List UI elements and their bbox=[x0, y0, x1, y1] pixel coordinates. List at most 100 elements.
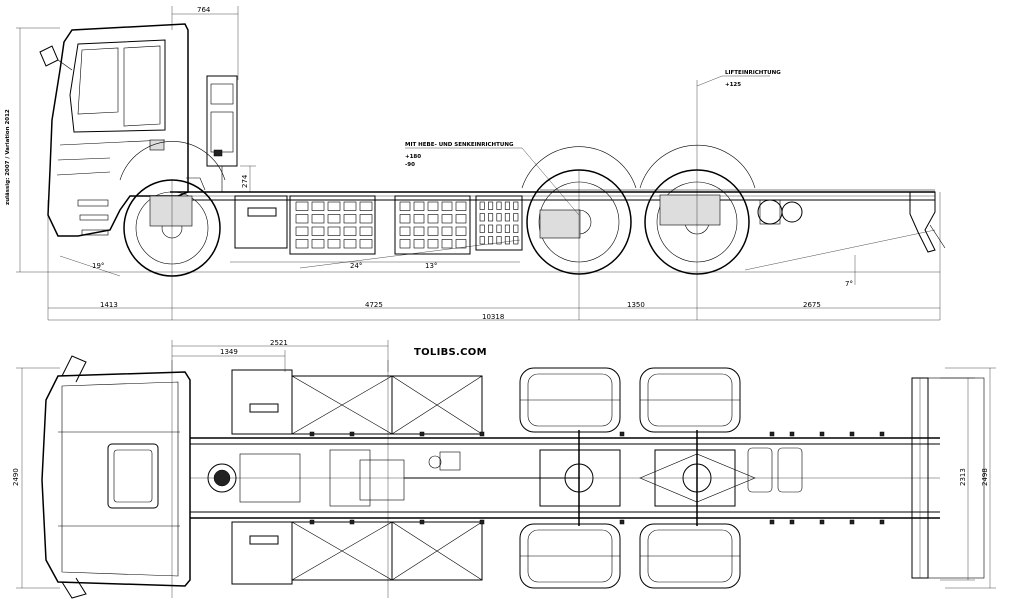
lift-annotation: LIFTEINRICHTUNG +125 bbox=[696, 70, 781, 88]
tank-cell bbox=[359, 214, 373, 224]
dim-top-widths: 2490 2313 2498 bbox=[12, 367, 996, 589]
dim-cab-top: 764 bbox=[171, 6, 239, 80]
svg-text:2675: 2675 bbox=[803, 301, 821, 309]
tank-cell bbox=[311, 239, 325, 249]
svg-text:1350: 1350 bbox=[627, 301, 645, 309]
crossmember-bolt bbox=[819, 519, 825, 525]
tank-cell bbox=[399, 239, 411, 249]
tank-cell bbox=[343, 201, 357, 211]
tank-cell bbox=[488, 201, 494, 210]
svg-text:1349: 1349 bbox=[220, 348, 238, 356]
tank-cell bbox=[359, 201, 373, 211]
top-view: 2521 1349 2490 2313 2498 bbox=[12, 339, 996, 599]
rear-air-tanks bbox=[757, 199, 803, 225]
tank-cell bbox=[455, 226, 467, 236]
tank-hatching bbox=[295, 201, 519, 249]
tank-cell bbox=[496, 201, 502, 210]
tank-cell bbox=[399, 201, 411, 211]
crossmember-bolt bbox=[309, 519, 315, 525]
svg-text:MIT HEBE- UND SENKEINRICHTUNG: MIT HEBE- UND SENKEINRICHTUNG bbox=[405, 142, 514, 148]
crossmember-bolt bbox=[769, 431, 775, 437]
tank-cell bbox=[496, 213, 502, 222]
crossmember-bolt bbox=[789, 431, 795, 437]
tank-cell bbox=[441, 239, 453, 249]
tank-cell bbox=[441, 226, 453, 236]
tank-cell bbox=[295, 201, 309, 211]
tank-cell bbox=[479, 201, 485, 210]
crossmember-bolt bbox=[349, 431, 355, 437]
tank-cell bbox=[295, 226, 309, 236]
tank-cell bbox=[441, 201, 453, 211]
crossmember-bolt bbox=[309, 431, 315, 437]
svg-text:1413: 1413 bbox=[100, 301, 118, 309]
tank-cell bbox=[479, 224, 485, 233]
front-wheel bbox=[119, 141, 226, 277]
crossmember-bolt bbox=[789, 519, 795, 525]
crossmember-bolt bbox=[619, 431, 625, 437]
tank-cell bbox=[513, 213, 519, 222]
crossmember-bolt bbox=[349, 519, 355, 525]
svg-text:+125: +125 bbox=[725, 82, 741, 88]
tank-cell bbox=[427, 201, 439, 211]
cab bbox=[39, 23, 206, 237]
tank-cell bbox=[504, 201, 510, 210]
svg-text:+180: +180 bbox=[405, 154, 421, 160]
fuel-tanks bbox=[234, 195, 523, 255]
drive-wheel-2 bbox=[639, 144, 756, 275]
tank-cell bbox=[311, 214, 325, 224]
svg-text:7°: 7° bbox=[845, 280, 853, 288]
vertical-note: zulässig: 2007 / Variation 2012 bbox=[5, 109, 11, 205]
tank-cell bbox=[504, 236, 510, 245]
svg-text:10318: 10318 bbox=[482, 313, 504, 321]
tank-cell bbox=[427, 239, 439, 249]
tank-cell bbox=[399, 226, 411, 236]
svg-text:764: 764 bbox=[197, 6, 211, 14]
tank-cell bbox=[413, 239, 425, 249]
fuel-tanks-top bbox=[231, 369, 483, 585]
crossmember-bolt bbox=[479, 519, 485, 525]
tank-cell bbox=[488, 236, 494, 245]
svg-text:-90: -90 bbox=[405, 162, 415, 168]
dim-frame-height: 274 bbox=[240, 165, 256, 193]
svg-text:2498: 2498 bbox=[981, 468, 989, 486]
tank-cell bbox=[488, 213, 494, 222]
tank-cell bbox=[343, 226, 357, 236]
cab-top-view bbox=[41, 355, 191, 599]
crossmember-bolt bbox=[619, 519, 625, 525]
tank-cell bbox=[295, 214, 309, 224]
tank-cell bbox=[413, 214, 425, 224]
tank-cell bbox=[311, 226, 325, 236]
side-view: zulässig: 2007 / Variation 2012 764 bbox=[5, 6, 946, 321]
svg-text:4725: 4725 bbox=[365, 301, 383, 309]
tank-cell bbox=[441, 214, 453, 224]
axles-top bbox=[539, 430, 756, 526]
dimension-chain: 1413 4725 1350 2675 10318 bbox=[48, 301, 940, 321]
tank-cell bbox=[327, 201, 341, 211]
tank-cell bbox=[427, 214, 439, 224]
tank-cell bbox=[513, 224, 519, 233]
rear-tanks-top bbox=[747, 447, 803, 493]
dim-top-offsets: 2521 1349 bbox=[171, 339, 389, 372]
svg-text:19°: 19° bbox=[92, 262, 104, 270]
svg-text:274: 274 bbox=[241, 174, 249, 188]
tank-cell bbox=[488, 224, 494, 233]
rear-bumper-top bbox=[911, 377, 985, 579]
crossmember-bolt bbox=[819, 431, 825, 437]
crossmember-bolt bbox=[479, 431, 485, 437]
driveline-top bbox=[207, 449, 580, 507]
tank-cell bbox=[413, 201, 425, 211]
tank-cell bbox=[455, 201, 467, 211]
tank-cell bbox=[455, 239, 467, 249]
lift-lower-annotation: MIT HEBE- UND SENKEINRICHTUNG +180 -90 bbox=[405, 142, 580, 216]
tank-cell bbox=[413, 226, 425, 236]
tank-cell bbox=[496, 236, 502, 245]
tank-cell bbox=[327, 214, 341, 224]
tank-cell bbox=[496, 224, 502, 233]
tank-cell bbox=[359, 226, 373, 236]
brand-watermark: TOLIBS.COM bbox=[414, 347, 487, 358]
tank-cell bbox=[479, 236, 485, 245]
svg-text:2521: 2521 bbox=[270, 339, 288, 347]
tank-cell bbox=[455, 214, 467, 224]
cab-tower bbox=[206, 75, 238, 192]
